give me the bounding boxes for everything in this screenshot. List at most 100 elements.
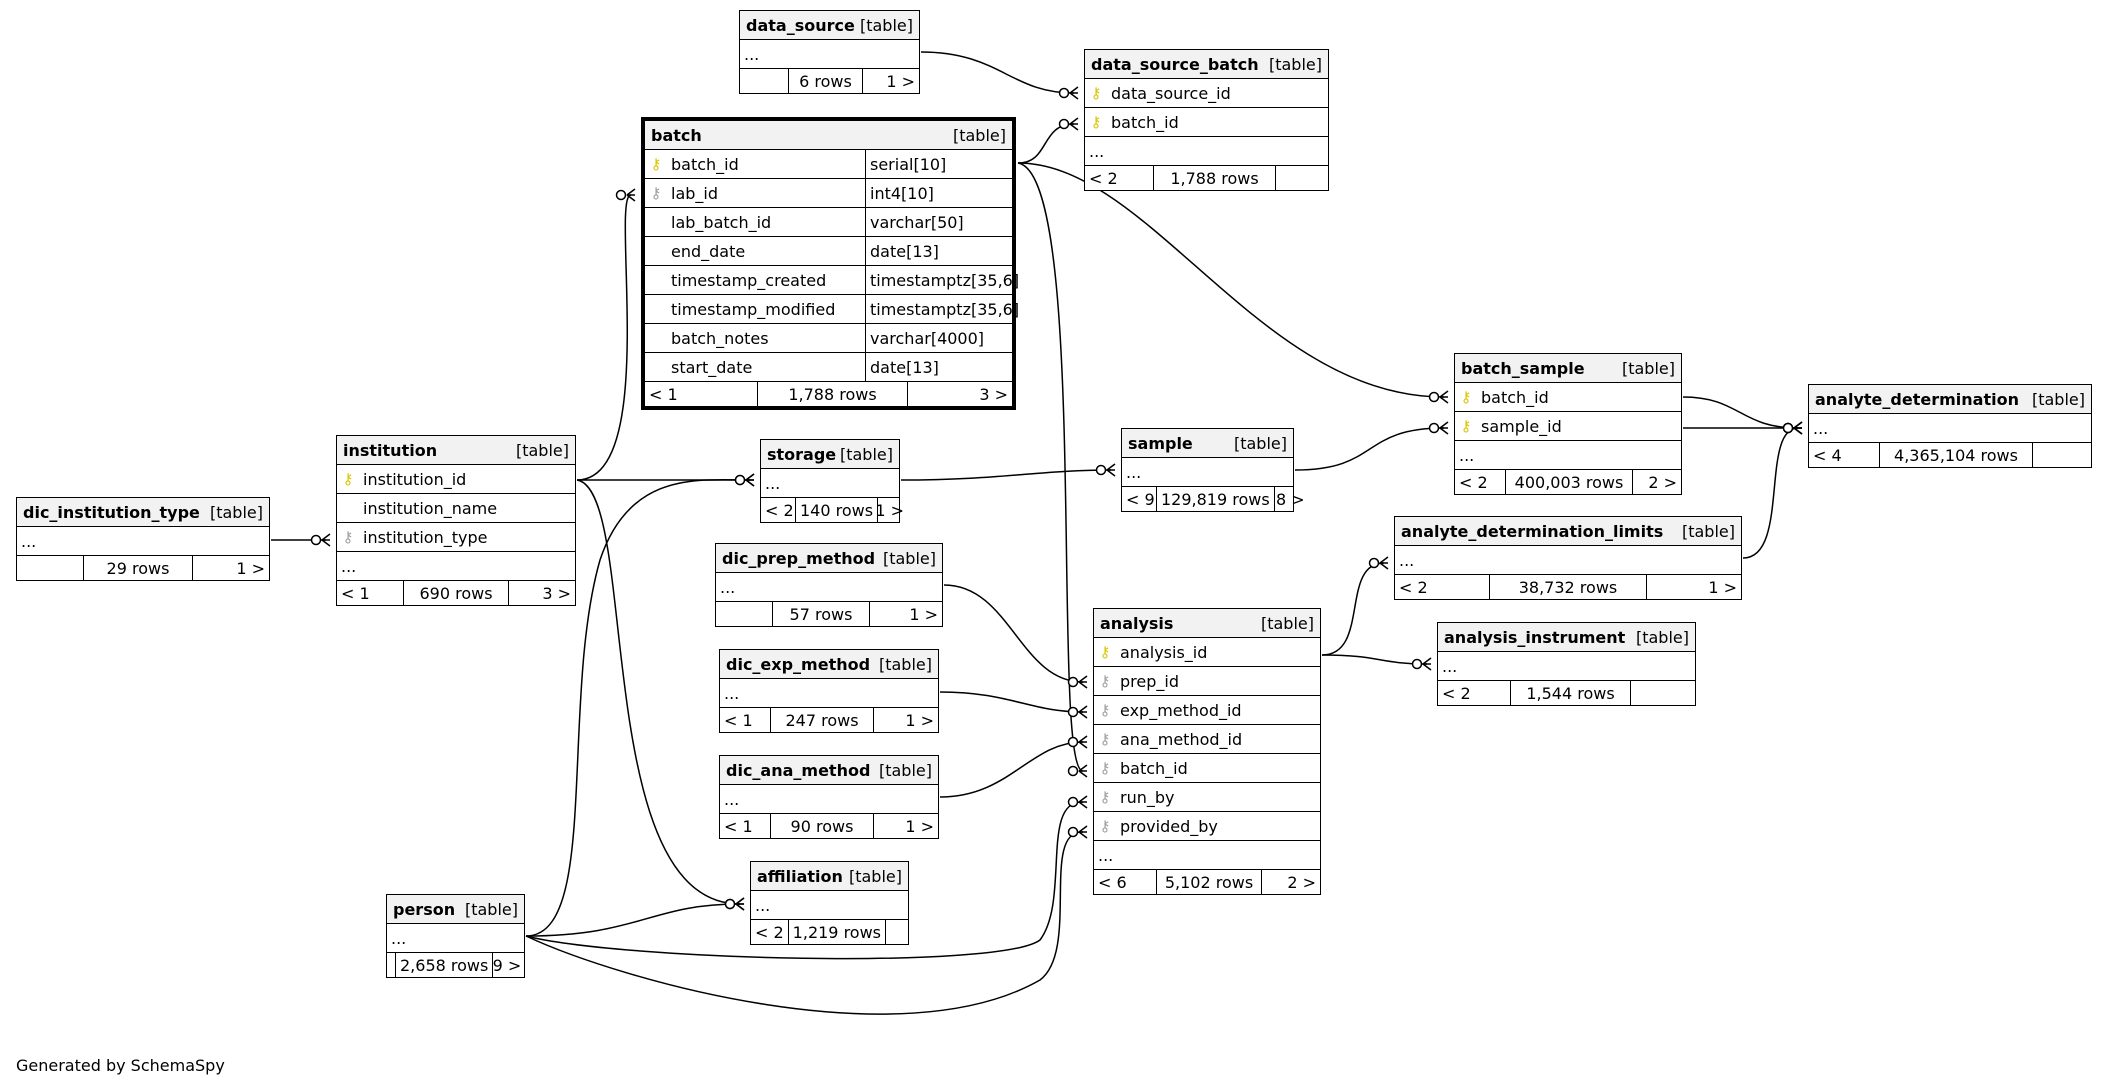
table-batch_sample[interactable]: batch_sample[table] ⚷batch_id ⚷sample_id… xyxy=(1454,353,1682,495)
parents-count[interactable]: < 2 xyxy=(1399,577,1428,597)
column-row[interactable]: ⚷data_source_id xyxy=(1085,79,1328,108)
row-count: 29 rows xyxy=(83,556,192,580)
table-analyte_determination_limits[interactable]: analyte_determination_limits[table] ... … xyxy=(1394,516,1742,600)
parents-count[interactable]: < 2 xyxy=(1089,168,1118,188)
column-row[interactable]: ⚷provided_by xyxy=(1094,812,1320,841)
parents-count[interactable]: < 6 xyxy=(1098,872,1127,892)
foreign-key-icon: ⚷ xyxy=(1099,817,1111,835)
table-kind: [table] xyxy=(848,866,902,886)
crows-foot-marker xyxy=(1078,825,1088,839)
children-count[interactable]: 3 > xyxy=(907,382,1012,406)
foreign-key-icon: ⚷ xyxy=(1099,788,1111,806)
table-footer: 2,658 rows 9 > xyxy=(387,953,524,977)
table-header: analysis[table] xyxy=(1094,609,1320,638)
table-affiliation[interactable]: affiliation[table] ... < 2 1,219 rows xyxy=(750,861,909,945)
parents-count[interactable]: < 9 xyxy=(1126,489,1155,509)
table-footer: 29 rows 1 > xyxy=(17,556,269,580)
column-row[interactable]: ⚷ana_method_id xyxy=(1094,725,1320,754)
children-count[interactable]: 8 > xyxy=(1273,487,1309,511)
table-dic_prep_method[interactable]: dic_prep_method[table] ... 57 rows 1 > xyxy=(715,543,943,627)
table-header: affiliation[table] xyxy=(751,862,908,891)
table-storage[interactable]: storage[table] ... < 2 140 rows 1 > xyxy=(760,439,904,523)
table-name: data_source_batch xyxy=(1091,54,1259,74)
parents-count[interactable]: < 4 xyxy=(1813,445,1842,465)
children-count[interactable]: 2 > xyxy=(1261,870,1320,894)
table-analysis[interactable]: analysis[table] ⚷analysis_id ⚷prep_id ⚷e… xyxy=(1093,608,1321,895)
primary-key-icon: ⚷ xyxy=(342,470,354,488)
parents-count[interactable]: < 1 xyxy=(649,384,678,404)
children-count[interactable]: 1 > xyxy=(862,69,919,93)
table-sample[interactable]: sample[table] ... < 9 129,819 rows 8 > xyxy=(1121,428,1305,512)
table-kind: [table] xyxy=(1681,521,1735,541)
table-analyte_determination[interactable]: analyte_determination[table] ... < 4 4,3… xyxy=(1808,384,2092,468)
column-row[interactable]: ⚷exp_method_id xyxy=(1094,696,1320,725)
children-count[interactable] xyxy=(1275,166,1328,190)
table-person[interactable]: person[table] ... 2,658 rows 9 > xyxy=(386,894,525,978)
table-name: institution xyxy=(343,440,438,460)
parents-count[interactable]: < 2 xyxy=(755,922,784,942)
column-row[interactable]: ⚷institution_id xyxy=(337,465,575,494)
table-dic_ana_method[interactable]: dic_ana_method[table] ... < 1 90 rows 1 … xyxy=(719,755,939,839)
parents-count[interactable] xyxy=(17,556,83,580)
row-count: 129,819 rows xyxy=(1156,487,1274,511)
column-row[interactable]: ⚷run_by xyxy=(1094,783,1320,812)
table-name: data_source xyxy=(746,15,855,35)
children-count[interactable] xyxy=(885,920,908,944)
table-dic_exp_method[interactable]: dic_exp_method[table] ... < 1 247 rows 1… xyxy=(719,649,939,733)
column-row[interactable]: ⚷institution_type xyxy=(337,523,575,552)
parents-count[interactable]: < 2 xyxy=(765,500,794,520)
parents-count[interactable]: < 1 xyxy=(724,816,753,836)
more-columns: ... xyxy=(720,679,938,708)
children-count[interactable]: 3 > xyxy=(508,581,575,605)
crows-foot-marker xyxy=(745,473,755,487)
parents-count[interactable] xyxy=(387,953,395,977)
row-count: 1,788 rows xyxy=(757,382,907,406)
crows-foot-marker xyxy=(626,188,636,202)
children-count[interactable]: 1 > xyxy=(875,498,908,522)
more-columns: ... xyxy=(1455,441,1681,470)
parents-count[interactable] xyxy=(716,602,772,626)
column-row[interactable]: ⚷sample_id xyxy=(1455,412,1681,441)
table-header: data_source[table] xyxy=(740,11,919,40)
parents-count[interactable]: < 2 xyxy=(1459,472,1488,492)
column-row[interactable]: ⚷batch_id xyxy=(1455,383,1681,412)
parents-count[interactable]: < 2 xyxy=(1442,683,1471,703)
column-row[interactable]: institution_name xyxy=(337,494,575,523)
table-data_source_batch[interactable]: data_source_batch[table] ⚷data_source_id… xyxy=(1084,49,1329,191)
children-count[interactable]: 1 > xyxy=(873,814,938,838)
children-count[interactable]: 1 > xyxy=(1646,575,1741,599)
table-dic_institution_type[interactable]: dic_institution_type[table] ... 29 rows … xyxy=(16,497,270,581)
parents-count[interactable] xyxy=(740,69,788,93)
parents-count[interactable]: < 1 xyxy=(341,583,370,603)
row-count: 2,658 rows xyxy=(395,953,492,977)
table-header: person[table] xyxy=(387,895,524,924)
table-analysis_instrument[interactable]: analysis_instrument[table] ... < 2 1,544… xyxy=(1437,622,1696,706)
children-count[interactable]: 1 > xyxy=(869,602,942,626)
column-name: analysis_id xyxy=(1120,642,1208,662)
table-kind: [table] xyxy=(1635,627,1689,647)
column-row[interactable]: ⚷prep_id xyxy=(1094,667,1320,696)
table-data_source[interactable]: data_source[table] ... 6 rows 1 > xyxy=(739,10,920,94)
column-row[interactable]: ⚷batch_id xyxy=(1085,108,1328,137)
children-count[interactable]: 2 > xyxy=(1632,470,1681,494)
parents-count[interactable]: < 1 xyxy=(724,710,753,730)
children-count[interactable]: 1 > xyxy=(873,708,938,732)
children-count[interactable] xyxy=(2032,443,2091,467)
column-row[interactable]: ⚷analysis_id xyxy=(1094,638,1320,667)
row-count: 140 rows xyxy=(795,498,877,522)
children-count[interactable] xyxy=(1630,681,1695,705)
children-count[interactable]: 1 > xyxy=(192,556,269,580)
column-row[interactable]: ⚷batch_id xyxy=(1094,754,1320,783)
children-count[interactable]: 9 > xyxy=(492,953,525,977)
relationship-sample-batch_sample xyxy=(1294,421,1449,471)
table-institution[interactable]: institution[table] ⚷institution_id insti… xyxy=(336,435,576,606)
